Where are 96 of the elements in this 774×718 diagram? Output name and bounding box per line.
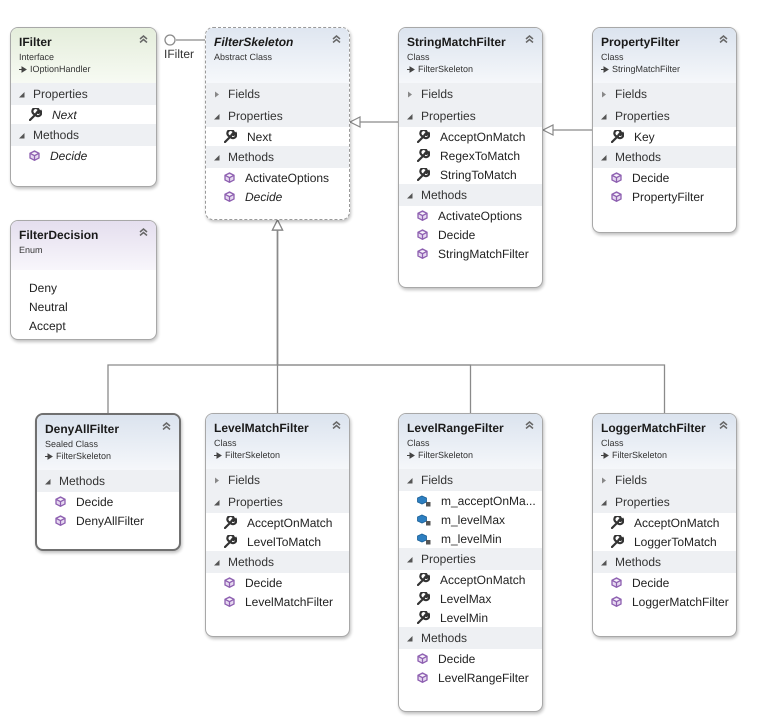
class-name: StringMatchFilter [407,35,506,50]
property-name: AcceptOnMatch [247,516,332,530]
property-name: LevelMax [440,592,492,606]
method-name: Decide [632,576,670,590]
method-name: Decide [76,494,114,508]
class-kind: Interface [19,51,56,63]
class-name: DenyAllFilter [45,422,120,437]
method-name: PropertyFilter [632,190,704,204]
section-title: Properties [615,495,670,509]
section-title: Methods [228,150,274,164]
method-name: Decide [438,228,476,242]
base-class-name: IOptionHandler [30,63,91,75]
class-kind: Class [407,437,431,449]
class-kind: Class [601,437,625,449]
class-box [398,27,543,288]
enum-value: Accept [28,318,67,334]
method-name: ActivateOptions [438,208,522,222]
enum-value: Deny [28,280,58,296]
method-name: Decide [438,652,476,666]
base-class-name: FilterSkeleton [225,449,280,461]
method-name: StringMatchFilter [438,246,529,260]
section-title: Methods [421,188,468,202]
class-box [205,413,350,637]
section-title: Methods [421,631,468,645]
property-name: LevelMin [440,610,488,624]
class-kind: Sealed Class [45,438,100,450]
property-name: StringToMatch [440,168,517,182]
field-name: m_levelMin [441,532,502,546]
class-name: PropertyFilter [601,35,680,50]
section-title: Properties [421,109,476,123]
class-kind: Enum [19,244,44,256]
field-name: m_acceptOnMa... [441,494,536,508]
enum-value: Neutral [28,298,69,316]
property-name: AcceptOnMatch [440,130,526,144]
class-box [35,413,181,551]
method-name: Decide [632,170,670,184]
class-name: LoggerMatchFilter [601,421,706,436]
method-name: Decide [245,576,282,590]
method-name: LevelRangeFilter [438,670,529,684]
section-title: Properties [421,552,476,566]
property-name: LoggerToMatch [634,534,717,548]
interface-connector [176,39,205,41]
field-name: m_levelMax [441,512,506,526]
enum-box [10,220,157,340]
base-class-name: FilterSkeleton [56,450,112,462]
class-kind: Class [214,437,238,449]
property-name: AcceptOnMatch [440,572,526,586]
section-title: Properties [228,109,283,123]
section-title: Methods [228,555,274,569]
section-title: Properties [228,495,283,509]
class-name: IFilter [19,35,52,50]
inheritance-arrow [272,219,666,413]
section-title: Fields [228,87,260,101]
property-name: RegexToMatch [440,148,520,162]
class-name: FilterSkeleton [214,35,294,50]
section-title: Properties [615,109,670,123]
method-name: Decide [245,190,282,204]
section-title: Fields [615,87,648,101]
class-name: LevelRangeFilter [407,421,504,436]
method-name: LoggerMatchFilter [632,594,729,608]
base-class-name: FilterSkeleton [418,63,474,75]
interface-box [10,27,157,187]
method-name: Decide [50,148,88,162]
section-title: Fields [421,473,454,487]
section-title: Methods [33,128,80,142]
class-box [398,413,543,712]
method-name: DenyAllFilter [76,514,144,528]
class-kind: Abstract Class [214,51,274,63]
interface-label: IFilter [164,47,194,61]
property-name: Next [52,108,77,122]
section-title: Methods [615,555,662,569]
class-box [592,413,737,637]
base-class-name: FilterSkeleton [418,449,474,461]
interface-lollipop [164,34,176,46]
class-kind: Class [601,51,625,63]
section-title: Methods [615,150,662,164]
section-title: Methods [59,474,106,488]
property-name: AcceptOnMatch [634,516,720,530]
class-box [205,27,350,220]
base-class-name: FilterSkeleton [612,449,668,461]
section-title: Fields [615,473,648,487]
inheritance-arrow [542,124,592,136]
class-box [592,27,737,233]
inheritance-arrow [349,116,398,128]
property-name: LevelToMatch [247,534,322,548]
base-class-name: StringMatchFilter [612,63,680,75]
method-name: LevelMatchFilter [245,594,334,608]
class-name: FilterDecision [19,228,98,243]
property-name: Key [634,130,655,144]
section-title: Fields [228,473,260,487]
section-title: Properties [33,87,88,101]
section-title: Fields [421,87,454,101]
class-kind: Class [407,51,431,63]
method-name: ActivateOptions [245,170,330,184]
class-name: LevelMatchFilter [214,421,309,436]
property-name: Next [247,130,272,144]
